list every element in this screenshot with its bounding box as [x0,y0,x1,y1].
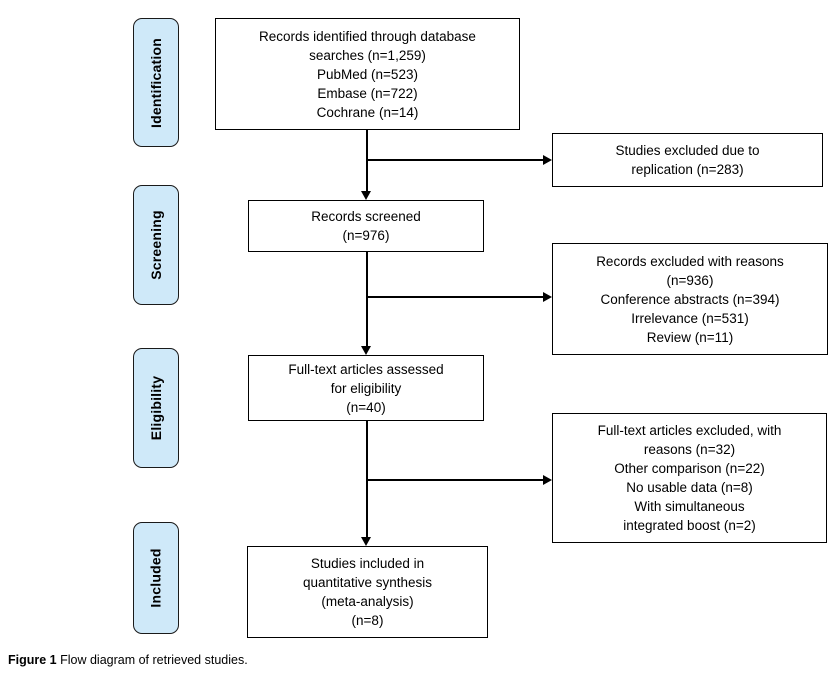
box-text-line: Embase (n=722) [317,85,418,101]
stage-label-eligibility: Eligibility [133,348,179,468]
box-text-line: Full-text articles assessed [288,361,444,377]
stage-label-screening: Screening [133,185,179,305]
box-text-line: quantitative synthesis [302,575,433,590]
box-records-excluded: Records excluded with reasons (n=936) Co… [552,243,828,355]
box-studies-included: Studies included in quantitative synthes… [247,546,488,638]
box-text-line: With simultaneous [634,499,745,514]
box-text-line: Irrelevance (n=531) [631,310,749,326]
box-text-line: (n=936) [666,272,714,288]
box-text-line: Cochrane (n=14) [316,104,419,120]
box-text-line: Records screened [311,209,421,224]
stage-label-eligibility-text: Eligibility [148,375,164,441]
connector-line-to-records-excluded [366,296,544,298]
box-fulltext-assessed: Full-text articles assessed for eligibil… [248,355,484,421]
box-text-line: integrated boost (n=2) [623,518,756,533]
box-text-line: PubMed (n=523) [317,66,418,82]
box-text-line: for eligibility [330,380,402,396]
box-text-line: Records excluded with reasons [596,253,784,269]
box-records-screened: Records screened (n=976) [248,200,484,252]
arrowhead-down-icon [361,537,371,546]
figure-caption-text: Flow diagram of retrieved studies. [56,653,248,667]
box-text-line: (n=40) [346,399,386,415]
connector-line-screening-to-eligibility [366,252,368,347]
stage-label-screening-text: Screening [148,210,164,280]
arrowhead-right-icon [543,474,552,485]
box-text-line: searches (n=1,259) [309,47,426,63]
box-text-line: Conference abstracts (n=394) [600,291,780,307]
stage-label-included-text: Included [148,548,165,608]
box-excluded-replication: Studies excluded due to replication (n=2… [552,133,823,187]
box-records-identified: Records identified through database sear… [215,18,520,130]
stage-label-included: Included [133,522,179,634]
box-text-line: Full-text articles excluded, with [597,423,782,438]
box-text-line: Studies excluded due to [615,143,760,158]
box-text-line: (n=8) [351,613,384,628]
box-fulltext-excluded: Full-text articles excluded, with reason… [552,413,827,543]
arrowhead-down-icon [361,346,371,355]
box-text-line: (n=976) [342,228,390,243]
box-text-line: Other comparison (n=22) [614,461,765,476]
connector-line-to-fulltext-excluded [366,479,544,481]
stage-label-identification: Identification [133,18,179,147]
arrowhead-right-icon [543,291,552,302]
connector-line-to-excluded-replication [366,159,544,161]
figure-caption-number: Figure 1 [8,653,57,667]
stage-label-identification-text: Identification [148,37,165,128]
arrowhead-down-icon [361,191,371,200]
figure-caption: Figure 1 Flow diagram of retrieved studi… [8,653,248,667]
box-text-line: replication (n=283) [631,162,744,177]
box-text-line: (meta-analysis) [321,594,414,609]
arrowhead-right-icon [543,154,552,165]
box-text-line: Studies included in [310,556,425,571]
box-text-line: reasons (n=32) [643,442,736,457]
box-text-line: Review (n=11) [646,329,734,345]
box-text-line: No usable data (n=8) [626,480,753,495]
box-text-line: Records identified through database [259,28,476,44]
connector-line-identification-to-screening [366,130,368,192]
